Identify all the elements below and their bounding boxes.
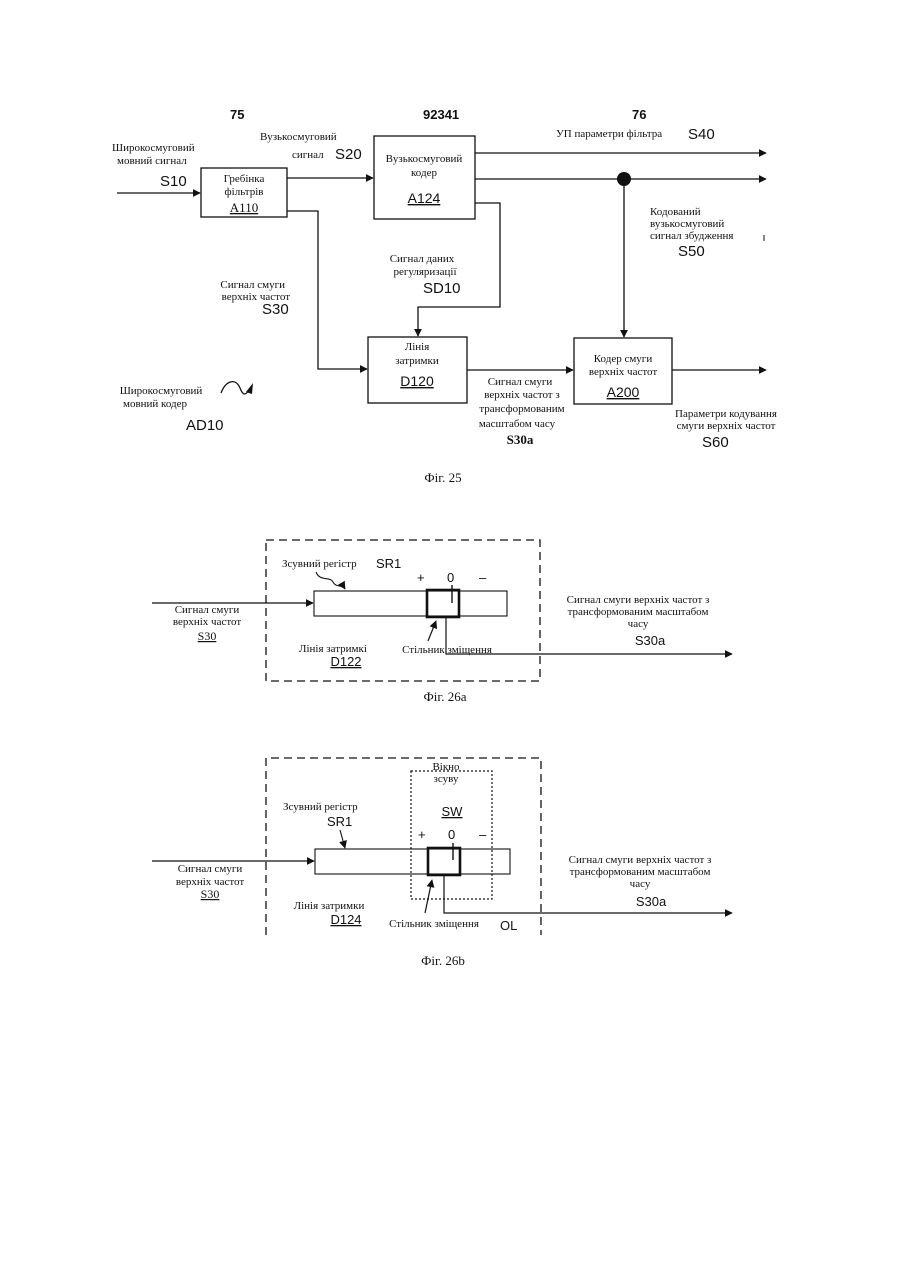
- input-label-1: Сигнал смуги: [178, 863, 243, 875]
- delay-line-id: D120: [400, 373, 434, 389]
- excitation-label-1: Кодований: [650, 206, 701, 218]
- shift-register-bar: [314, 591, 507, 616]
- delay-line-label: Лінія затримки: [294, 900, 365, 912]
- output-tap: [444, 875, 732, 913]
- figure-26b: Вікно зсуву SW Зсувний регістр SR1 + 0 –…: [152, 758, 732, 968]
- narrowband-signal-label-2: сигнал: [292, 149, 324, 161]
- shift-register-id: SR1: [376, 556, 401, 571]
- shift-register-pointer: [316, 572, 345, 589]
- highband-coder-id: A200: [607, 384, 640, 400]
- excitation-label-3: сигнал збудження: [650, 230, 733, 242]
- delay-line-label-2: затримки: [395, 355, 439, 367]
- shift-register-id: SR1: [327, 814, 352, 829]
- scaled-signal-id: S30a: [507, 432, 534, 447]
- fig26b-caption: Фіг. 26b: [421, 953, 465, 968]
- output-id: S30a: [636, 894, 667, 909]
- output-label-1: Сигнал смуги верхніх частот з: [567, 594, 710, 606]
- counter-label: Стільник зміщення: [402, 644, 492, 656]
- minus-sign: –: [479, 827, 487, 842]
- scaled-signal-label-1: Сигнал смуги: [488, 376, 553, 388]
- regularization-label-1: Сигнал даних: [390, 253, 455, 265]
- filterbank-label-1: Гребінка: [224, 173, 265, 185]
- narrowband-signal-id: S20: [335, 146, 362, 163]
- output-label-1: Сигнал смуги верхніх частот з: [569, 854, 712, 866]
- wideband-coder-pointer: [221, 382, 250, 394]
- header-number-right: 76: [632, 107, 646, 122]
- fig25-caption: Фіг. 25: [424, 470, 461, 485]
- lp-params-label: УП параметри фільтра: [556, 128, 662, 140]
- counter-pointer: [428, 621, 436, 641]
- output-id: S30a: [635, 633, 666, 648]
- plus-sign: +: [418, 827, 426, 842]
- input-label-1: Сигнал смуги: [175, 604, 240, 616]
- header-number-center: 92341: [423, 107, 459, 122]
- input-id: S30: [198, 629, 217, 643]
- wideband-signal-label-1: Широкосмуговий: [112, 142, 195, 154]
- wideband-coder-label-1: Широкосмуговий: [120, 385, 203, 397]
- narrowband-coder-label-2: кодер: [411, 167, 437, 179]
- zero-sign: 0: [447, 570, 454, 585]
- scaled-signal-label-3: трансформованим: [479, 403, 564, 415]
- wideband-coder-label-2: мовний кодер: [123, 398, 188, 410]
- shift-window-id: SW: [442, 804, 464, 819]
- narrowband-signal-label-1: Вузькосмуговий: [260, 131, 337, 143]
- highband-signal-id: S30: [262, 301, 289, 318]
- narrowband-coder-id: A124: [408, 190, 441, 206]
- regularization-id: SD10: [423, 280, 461, 297]
- highband-coder-label-1: Кодер смуги: [594, 353, 653, 365]
- coding-params-label-1: Параметри кодування: [675, 408, 777, 420]
- narrowband-coder-label-1: Вузькосмуговий: [386, 153, 463, 165]
- shift-window-label-2: зсуву: [434, 773, 459, 785]
- delay-line-label-1: Лінія: [405, 341, 430, 353]
- scaled-signal-label-2: верхніх частот з: [484, 389, 559, 401]
- coding-params-label-2: смуги верхніх частот: [677, 420, 776, 432]
- input-id: S30: [201, 887, 220, 901]
- shift-window-label-1: Вікно: [432, 761, 460, 773]
- shift-register-bar: [315, 849, 510, 874]
- output-label-3: часу: [630, 878, 651, 890]
- output-label-2: трансформованим масштабом: [568, 606, 709, 618]
- lp-params-id: S40: [688, 126, 715, 143]
- scaled-signal-label-4: масштабом часу: [479, 418, 556, 430]
- header-number-left: 75: [230, 107, 244, 122]
- delay-line-id: D122: [330, 654, 361, 669]
- delay-line-id: D124: [330, 912, 361, 927]
- wideband-signal-id: S10: [160, 173, 187, 190]
- highband-path: [287, 211, 367, 369]
- shift-register-pointer: [340, 830, 345, 848]
- ol-label: OL: [500, 918, 517, 933]
- wideband-coder-id: AD10: [186, 417, 224, 434]
- filterbank-label-2: фільтрів: [225, 186, 264, 198]
- input-label-2: верхніх частот: [173, 616, 242, 628]
- figure-25: Широкосмуговий мовний сигнал S10 Гребінк…: [112, 126, 777, 485]
- output-label-2: трансформованим масштабом: [570, 866, 711, 878]
- shift-register-label: Зсувний регістр: [282, 558, 357, 570]
- plus-sign: +: [417, 570, 425, 585]
- filterbank-id: A110: [230, 200, 258, 215]
- zero-sign: 0: [448, 827, 455, 842]
- coding-params-id: S60: [702, 434, 729, 451]
- output-label-3: часу: [628, 618, 649, 630]
- shift-register-label: Зсувний регістр: [283, 801, 358, 813]
- minus-sign: –: [479, 570, 487, 585]
- excitation-id: S50: [678, 243, 705, 260]
- counter-label: Стільник зміщення: [389, 918, 479, 930]
- figure-26a: Зсувний регістр SR1 + 0 – Сигнал смуги в…: [152, 540, 732, 704]
- wideband-signal-label-2: мовний сигнал: [117, 155, 187, 167]
- highband-signal-label-1: Сигнал смуги: [220, 279, 285, 291]
- fig26a-caption: Фіг. 26a: [423, 689, 466, 704]
- counter-pointer: [425, 880, 432, 913]
- offset-counter-box: [428, 848, 460, 875]
- highband-coder-label-2: верхніх частот: [589, 366, 658, 378]
- offset-counter-box: [427, 590, 459, 617]
- regularization-label-2: регуляризації: [393, 266, 457, 278]
- excitation-label-2: вузькосмуговий: [650, 218, 724, 230]
